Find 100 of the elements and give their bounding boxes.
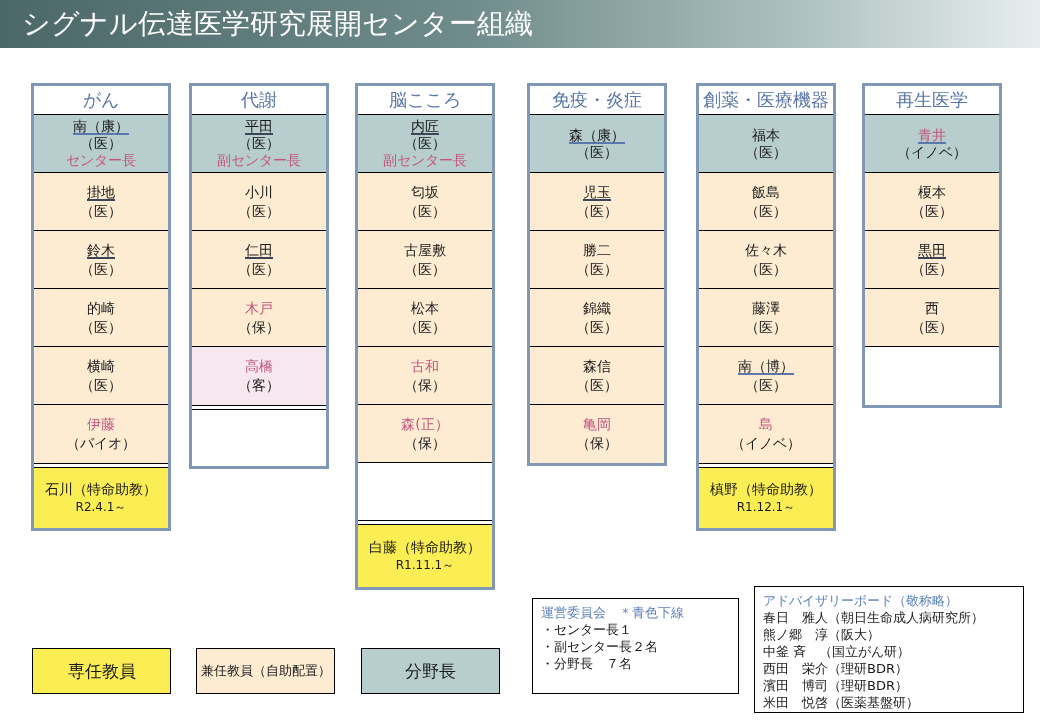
affiliation-label: （医） (745, 201, 787, 221)
member-cell (699, 347, 833, 405)
member-cell (699, 289, 833, 347)
person-name: 小川 (245, 182, 273, 202)
field-column (527, 83, 667, 466)
affiliation-label: （医） (80, 201, 122, 221)
affiliation-label: （医） (238, 135, 280, 152)
person-name: 横崎 (87, 356, 115, 376)
person-name: 古和 (411, 356, 439, 376)
person-name: 青井 (918, 126, 946, 144)
list-item: ・副センター長２名 (541, 638, 658, 655)
field-column (355, 83, 495, 590)
column-heading: 脳こころ (389, 89, 461, 111)
person-name: 亀岡 (583, 415, 611, 434)
person-name: 的崎 (87, 298, 115, 318)
person-name: 勝二 (583, 240, 611, 260)
member-cell (530, 231, 664, 289)
member-cell (530, 347, 664, 405)
member-cell (530, 173, 664, 231)
field-column (862, 83, 1002, 408)
person-name: 森（康） (569, 126, 625, 144)
affiliation-label: （保） (404, 433, 446, 453)
member-cell (192, 231, 326, 289)
note-heading: アドバイザリーボード（敬称略） (763, 592, 958, 609)
column-heading: 免疫・炎症 (552, 89, 642, 111)
member-cell (358, 405, 492, 463)
member-cell (699, 173, 833, 231)
page-title: シグナル伝達医学研究展開センター組織 (22, 7, 533, 41)
member-cell (358, 173, 492, 231)
board-member: 春日 雅人（朝日生命成人病研究所） (763, 609, 984, 626)
affiliation-label: （医） (911, 259, 953, 279)
role-title: 副センター長 (383, 152, 467, 169)
person-name: 鈴木 (87, 240, 115, 260)
member-cell (530, 289, 664, 347)
affiliation-label: （医） (404, 135, 446, 152)
member-cell (865, 231, 999, 289)
member-cell (358, 347, 492, 405)
person-name: 飯島 (752, 182, 780, 202)
affiliation-label: （医） (576, 259, 618, 279)
start-date: R1.11.1～ (395, 557, 455, 574)
affiliation-label: （医） (745, 375, 787, 395)
member-cell (358, 289, 492, 347)
affiliation-label: （医） (404, 317, 446, 337)
member-cell (865, 173, 999, 231)
person-name: 福本 (752, 126, 780, 144)
appointee-cell (34, 468, 168, 528)
head-cell (530, 115, 664, 173)
member-cell (358, 231, 492, 289)
note-box (754, 586, 1024, 713)
member-cell (34, 289, 168, 347)
affiliation-label: （客） (238, 376, 280, 395)
affiliation-label: （医） (80, 135, 122, 152)
head-cell (34, 115, 168, 173)
member-cell (34, 231, 168, 289)
list-item: ・分野長 ７名 (541, 655, 632, 672)
affiliation-label: （医） (80, 317, 122, 337)
affiliation-label: （バイオ） (66, 434, 136, 453)
member-cell (34, 405, 168, 463)
affiliation-label: （医） (911, 201, 953, 221)
role-title: センター長 (66, 152, 136, 169)
person-name: 島 (759, 415, 773, 434)
column-heading: がん (83, 89, 119, 111)
person-name: 高橋 (245, 357, 273, 376)
person-name: 伊藤 (87, 415, 115, 434)
person-name: 森信 (583, 356, 611, 376)
board-member: 濱田 博司（理研BDR） (763, 677, 908, 694)
person-name: 匂坂 (411, 182, 439, 202)
start-date: R1.12.1～ (736, 499, 796, 516)
affiliation-label: （医） (745, 143, 787, 161)
start-date: R2.4.1～ (75, 499, 127, 516)
person-name: 森(正） (401, 414, 449, 434)
member-cell (865, 289, 999, 347)
column-heading: 代謝 (241, 89, 277, 111)
person-name: 藤澤 (752, 298, 780, 318)
member-cell (192, 347, 326, 405)
head-cell (358, 115, 492, 173)
member-cell (530, 405, 664, 463)
affiliation-label: （医） (238, 259, 280, 279)
affiliation-label: （医） (745, 259, 787, 279)
member-cell (699, 405, 833, 463)
person-name: 石川（特命助教） (45, 480, 157, 499)
person-name: 錦織 (583, 298, 611, 318)
board-member: 西田 栄介（理研BDR） (763, 660, 908, 677)
person-name: 白藤（特命助教） (369, 538, 481, 557)
note-heading: 運営委員会 ＊青色下線 (541, 604, 684, 621)
person-name: 南（康） (73, 118, 129, 135)
field-column (696, 83, 836, 531)
legend-label: 分野長 (405, 659, 456, 683)
affiliation-label: （医） (404, 201, 446, 221)
member-cell (192, 173, 326, 231)
person-name: 黒田 (918, 240, 946, 260)
appointee-cell (699, 468, 833, 528)
person-name: 古屋敷 (404, 240, 446, 260)
board-member: 中釜 斉 （国立がん研） (763, 643, 911, 660)
person-name: 南（博） (738, 356, 794, 376)
person-name: 西 (925, 298, 939, 318)
affiliation-label: （医） (80, 375, 122, 395)
affiliation-label: （医） (911, 317, 953, 337)
person-name: 木戸 (245, 298, 273, 318)
member-cell (192, 289, 326, 347)
